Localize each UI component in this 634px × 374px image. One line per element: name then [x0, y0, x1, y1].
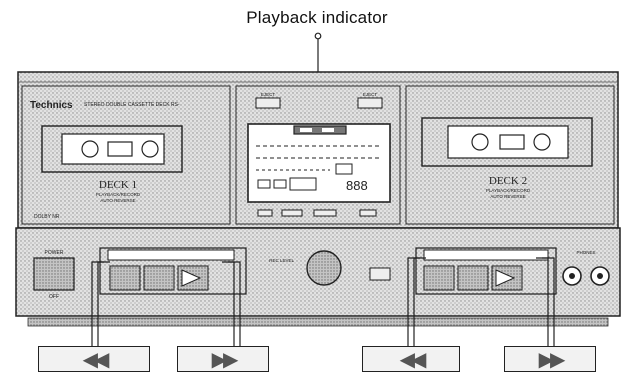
svg-text:EJECT: EJECT: [363, 92, 378, 97]
svg-text:PLAYBACK/RECORD: PLAYBACK/RECORD: [486, 188, 531, 193]
rewind-icon: ◀◀: [83, 347, 106, 371]
deck1-rewind-key: [110, 266, 140, 290]
callout-deck2-rewind: ◀◀: [362, 346, 460, 372]
svg-text:AUTO REVERSE: AUTO REVERSE: [100, 198, 135, 203]
svg-text:OFF: OFF: [49, 294, 59, 300]
callout-deck2-play: ▶▶: [504, 346, 596, 372]
deck1-reel-right: [142, 141, 158, 157]
callout-deck1-rewind: ◀◀: [38, 346, 150, 372]
deck1-label: DECK 1: [99, 179, 137, 191]
svg-text:EJECT: EJECT: [261, 92, 276, 97]
rewind-icon: ◀◀: [400, 347, 423, 371]
deck2-reel-left: [472, 134, 488, 150]
dolby-logo: DOLBY NR: [34, 214, 60, 220]
dolby-button: [370, 268, 390, 280]
indicator-leader-dot: [315, 33, 321, 39]
fast-forward-icon: ▶▶: [212, 347, 235, 371]
deck1-reel-left: [82, 141, 98, 157]
deck2-reel-right: [534, 134, 550, 150]
deck2-stop-key: [458, 266, 488, 290]
model-line: STEREO DOUBLE CASSETTE DECK RS-: [84, 102, 180, 108]
svg-text:PLAYBACK/RECORD: PLAYBACK/RECORD: [96, 192, 141, 197]
deck2-rewind-key: [424, 266, 454, 290]
deck1-eject-button: [256, 98, 280, 108]
brand-logo: Technics: [30, 100, 73, 111]
rec-level-knob: [307, 251, 341, 285]
svg-text:PHONES: PHONES: [576, 250, 595, 255]
callout-deck1-play: ▶▶: [177, 346, 269, 372]
deck1-stop-key: [144, 266, 174, 290]
deck2-label: DECK 2: [489, 175, 527, 187]
fast-forward-icon: ▶▶: [539, 347, 562, 371]
svg-text:POWER: POWER: [45, 250, 64, 256]
svg-text:AUTO REVERSE: AUTO REVERSE: [490, 194, 525, 199]
svg-text:REC LEVEL: REC LEVEL: [269, 258, 294, 263]
deck2-eject-button: [358, 98, 382, 108]
power-switch: [34, 258, 74, 290]
display-window: [248, 124, 390, 202]
tape-counter: 888: [346, 178, 368, 193]
